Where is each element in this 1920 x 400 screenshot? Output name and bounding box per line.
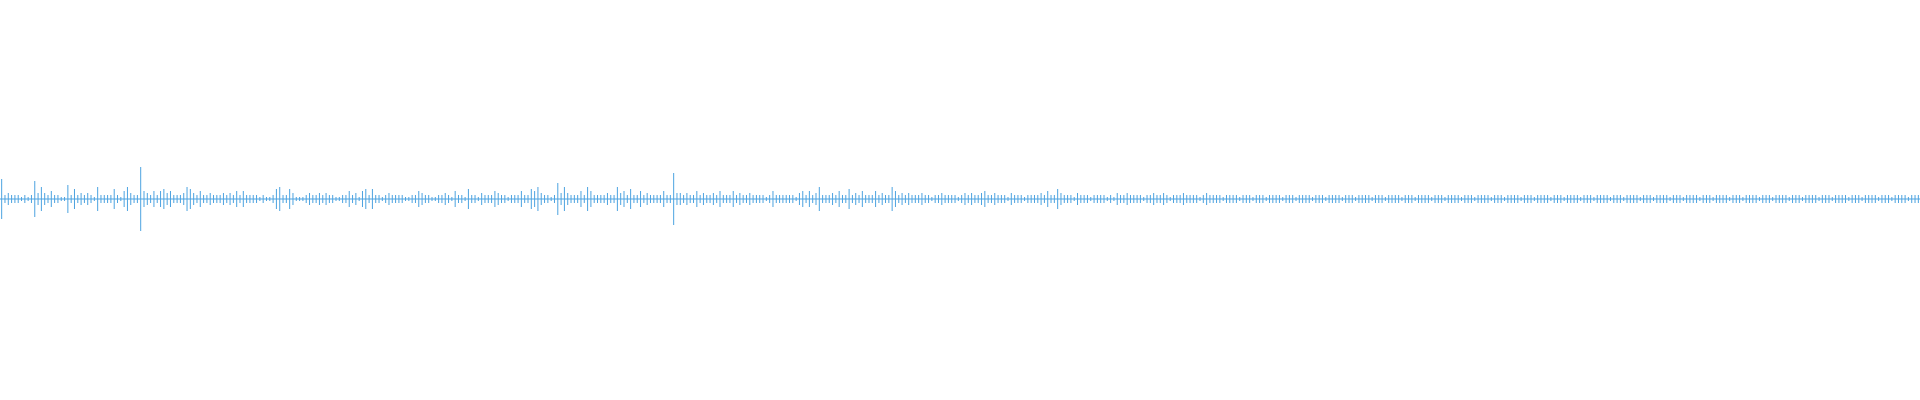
- waveform-peaks: [1, 167, 1919, 231]
